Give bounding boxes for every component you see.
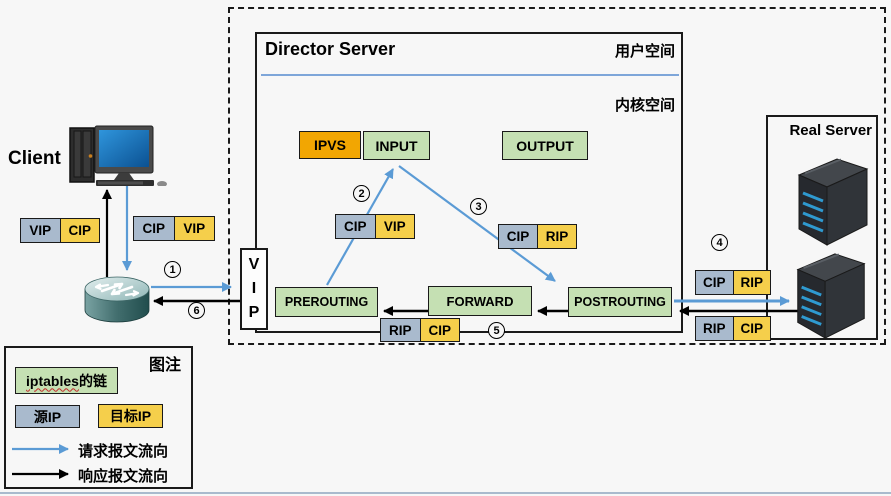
lvs-nat-dashed-boundary <box>228 7 886 345</box>
legend-source-ip-swatch: 源IP <box>15 405 80 428</box>
director-server-title: Director Server <box>265 39 396 59</box>
dest-ip: RIP <box>732 271 770 294</box>
ip-label-response-from-server: RIP CIP <box>695 316 771 341</box>
dest-ip: CIP <box>59 219 99 242</box>
legend-box: 图注 <box>4 346 193 489</box>
step-2-marker: 2 <box>353 185 370 202</box>
step-1-marker: 1 <box>164 261 181 278</box>
dest-ip: VIP <box>173 217 214 240</box>
legend-title: 图注 <box>148 357 181 374</box>
vip-letter: I <box>251 280 257 297</box>
ip-label-response-in-director: RIP CIP <box>380 318 460 342</box>
ip-label-request-from-client: CIP VIP <box>133 216 215 241</box>
window-bottom-edge <box>0 492 891 494</box>
ip-label-request-to-input: CIP VIP <box>335 214 415 239</box>
vip-interface-box: V I P <box>240 248 268 330</box>
source-ip: CIP <box>336 215 375 238</box>
source-ip: CIP <box>696 271 733 294</box>
prerouting-chain-box: PREROUTING <box>275 287 378 317</box>
source-ip: VIP <box>21 219 60 242</box>
dest-ip: CIP <box>732 317 770 340</box>
ipvs-box: IPVS <box>299 131 361 159</box>
vip-letter: V <box>248 256 260 273</box>
source-ip: RIP <box>696 317 733 340</box>
real-server-icon-1 <box>797 158 869 246</box>
source-ip: CIP <box>499 225 537 248</box>
input-chain-box: INPUT <box>363 131 430 160</box>
legend-request-flow-label: 请求报文流向 <box>78 443 169 460</box>
ip-label-response-at-client: VIP CIP <box>20 218 100 243</box>
director-server-box: Director Server 用户空间 内核空间 <box>255 32 683 333</box>
real-server-icon-2 <box>796 253 866 339</box>
source-ip: CIP <box>134 217 174 240</box>
output-chain-box: OUTPUT <box>502 131 588 160</box>
forward-chain-box: FORWARD <box>428 286 532 316</box>
client-computer-icon <box>69 125 167 186</box>
user-kernel-divider <box>261 74 679 76</box>
request-input-to-postrouting <box>398 165 556 282</box>
user-space-label: 用户空间 <box>614 43 675 60</box>
client-label: Client <box>8 148 61 169</box>
kernel-space-label: 内核空间 <box>614 97 675 114</box>
legend-chain-suffix: 的链 <box>78 372 107 389</box>
step-6-marker: 6 <box>188 302 205 319</box>
step-5-marker: 5 <box>488 322 505 339</box>
step-4-marker: 4 <box>711 234 728 251</box>
real-server-title: Real Server <box>789 122 872 139</box>
dest-ip: RIP <box>537 225 576 248</box>
ip-label-request-to-server: CIP RIP <box>695 270 771 295</box>
legend-chain-word: iptables <box>26 372 79 389</box>
vip-letter: P <box>248 304 260 321</box>
ip-label-request-after-ipvs: CIP RIP <box>498 224 577 249</box>
legend-response-flow-label: 响应报文流向 <box>78 468 169 485</box>
postrouting-chain-box: POSTROUTING <box>568 287 672 317</box>
real-server-box: Real Server <box>766 115 878 340</box>
dest-ip: CIP <box>419 319 459 341</box>
legend-dest-ip-swatch: 目标IP <box>98 404 163 428</box>
step-3-marker: 3 <box>470 198 487 215</box>
router-icon <box>84 276 150 323</box>
dest-ip: VIP <box>374 215 414 238</box>
source-ip: RIP <box>381 319 420 341</box>
